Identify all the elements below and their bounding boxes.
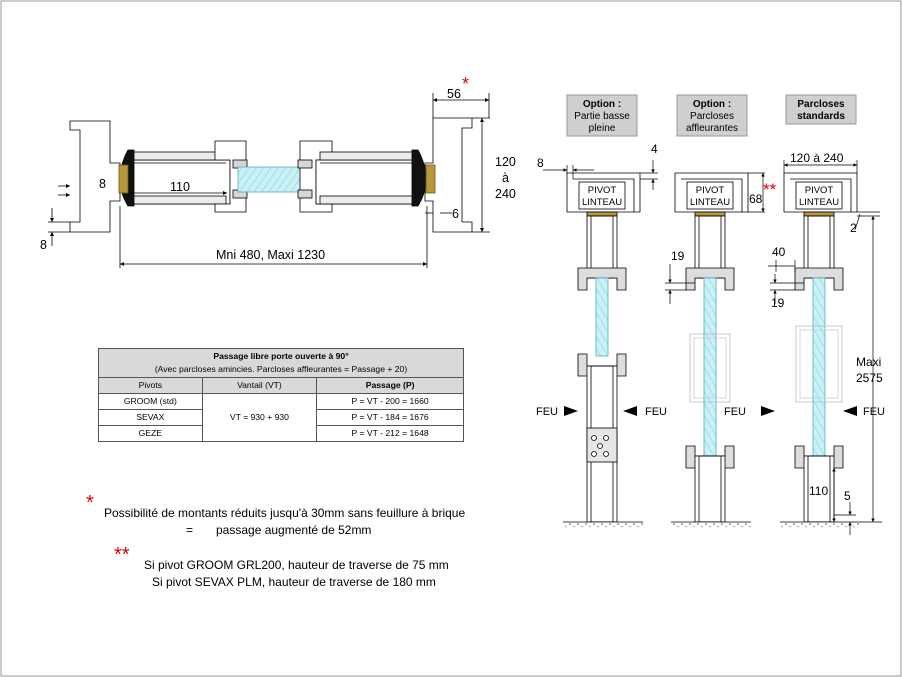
left-frame [69, 120, 121, 233]
cell-pivot: SEVAX [98, 409, 203, 426]
plan-glass [237, 166, 307, 193]
note-star-1: * [86, 492, 94, 514]
svg-text:standards: standards [797, 111, 845, 122]
right-pivot-brass [425, 164, 436, 194]
pivot-labels: PIVOT LINTEAU PIVOT LINTEAU PIVOT LINTEA… [582, 185, 839, 208]
svg-text:Parcloses: Parcloses [797, 99, 845, 110]
svg-text:pleine: pleine [589, 123, 616, 134]
dim-56: 56 [447, 87, 461, 101]
svg-text:PIVOT: PIVOT [805, 185, 834, 196]
section-3 [780, 172, 860, 529]
svg-text:68: 68 [749, 192, 763, 206]
svg-text:affleurantes: affleurantes [686, 123, 738, 134]
dim-6: 6 [452, 207, 459, 221]
dim-a: à [502, 171, 509, 185]
plan-dimensions: * 56 8 8 110 6 120 à 240 Mni 480, Maxi 1… [40, 74, 516, 262]
svg-text:FEU: FEU [863, 406, 885, 418]
svg-text:**: ** [763, 180, 777, 199]
cell-passage: P = VT - 200 = 1660 [316, 393, 464, 410]
svg-text:LINTEAU: LINTEAU [582, 197, 622, 208]
star-56: * [462, 74, 469, 94]
table-title-cell: Passage libre porte ouverte à 90° (Avec … [98, 348, 464, 378]
left-pivot-brass [118, 164, 129, 194]
svg-text:19: 19 [771, 296, 785, 310]
svg-text:PIVOT: PIVOT [588, 185, 617, 196]
svg-text:Partie basse: Partie basse [574, 111, 630, 122]
svg-text:2: 2 [850, 221, 857, 235]
col-vantail: Vantail (VT) [201, 377, 318, 394]
svg-text:120 à 240: 120 à 240 [790, 151, 844, 165]
col-pivots: Pivots [98, 377, 203, 394]
table-title: Passage libre porte ouverte à 90° [213, 351, 349, 361]
note-line-1: Possibilité de montants réduits jusqu'à … [104, 506, 466, 520]
section-dimension-lines [543, 160, 882, 535]
svg-text:40: 40 [772, 245, 786, 259]
section-dimensions: 8 4 19 40 19 68 120 à 240 ** 2 Maxi 2575… [537, 142, 883, 503]
plan-view [48, 93, 490, 268]
col-passage: Passage (P) [316, 377, 464, 394]
note-line-4: Si pivot SEVAX PLM, hauteur de traverse … [152, 575, 436, 589]
svg-text:FEU: FEU [724, 406, 746, 418]
right-seal [411, 149, 427, 207]
cell-vantail: VT = 930 + 930 [201, 393, 318, 442]
dim-240: 240 [495, 187, 516, 201]
svg-text:LINTEAU: LINTEAU [799, 197, 839, 208]
table-row: GEZE P = VT - 212 = 1648 [98, 425, 464, 442]
section-2 [671, 172, 751, 529]
svg-text:110: 110 [809, 484, 828, 498]
svg-text:Parcloses: Parcloses [690, 111, 734, 122]
svg-text:PIVOT: PIVOT [696, 185, 725, 196]
table-subtitle: (Avec parcloses amincies. Parcloses affl… [154, 364, 408, 374]
svg-text:FEU: FEU [536, 406, 558, 418]
cell-passage: P = VT - 212 = 1648 [316, 425, 464, 442]
dim-span: Mni 480, Maxi 1230 [216, 248, 325, 262]
svg-text:Maxi: Maxi [856, 355, 881, 369]
svg-text:2575: 2575 [856, 371, 883, 385]
note-line-2: passage augmenté de 52mm [216, 523, 372, 537]
feu-markers: FEU FEU FEU FEU [536, 406, 885, 418]
dim-8-left: 8 [99, 177, 106, 191]
passage-table: Passage libre porte ouverte à 90° (Avec … [98, 348, 464, 442]
note-equals: = [186, 523, 194, 537]
svg-text:5: 5 [844, 489, 851, 503]
cell-pivot: GEZE [98, 425, 203, 442]
dim-120: 120 [495, 155, 516, 169]
table-row: GROOM (std) VT = 930 + 930 P = VT - 200 … [98, 393, 464, 442]
note-star-2: ** [114, 544, 130, 566]
section-headers: Option : Partie basse pleine Option : Pa… [566, 94, 857, 137]
section-1 [563, 172, 643, 529]
svg-text:Option :: Option : [583, 99, 621, 110]
dim-110-plan: 110 [170, 180, 190, 194]
svg-text:LINTEAU: LINTEAU [690, 197, 730, 208]
dim-8-bottom: 8 [40, 238, 47, 252]
right-frame [424, 117, 473, 233]
svg-text:Option :: Option : [693, 99, 731, 110]
svg-text:8: 8 [537, 156, 544, 170]
svg-text:FEU: FEU [645, 406, 667, 418]
cell-passage: P = VT - 184 = 1676 [316, 409, 464, 426]
svg-text:19: 19 [671, 249, 685, 263]
svg-text:4: 4 [651, 142, 658, 156]
table-row: SEVAX P = VT - 184 = 1676 [98, 409, 464, 426]
cell-pivot: GROOM (std) [98, 393, 203, 410]
note-line-3: Si pivot GROOM GRL200, hauteur de traver… [144, 558, 449, 572]
